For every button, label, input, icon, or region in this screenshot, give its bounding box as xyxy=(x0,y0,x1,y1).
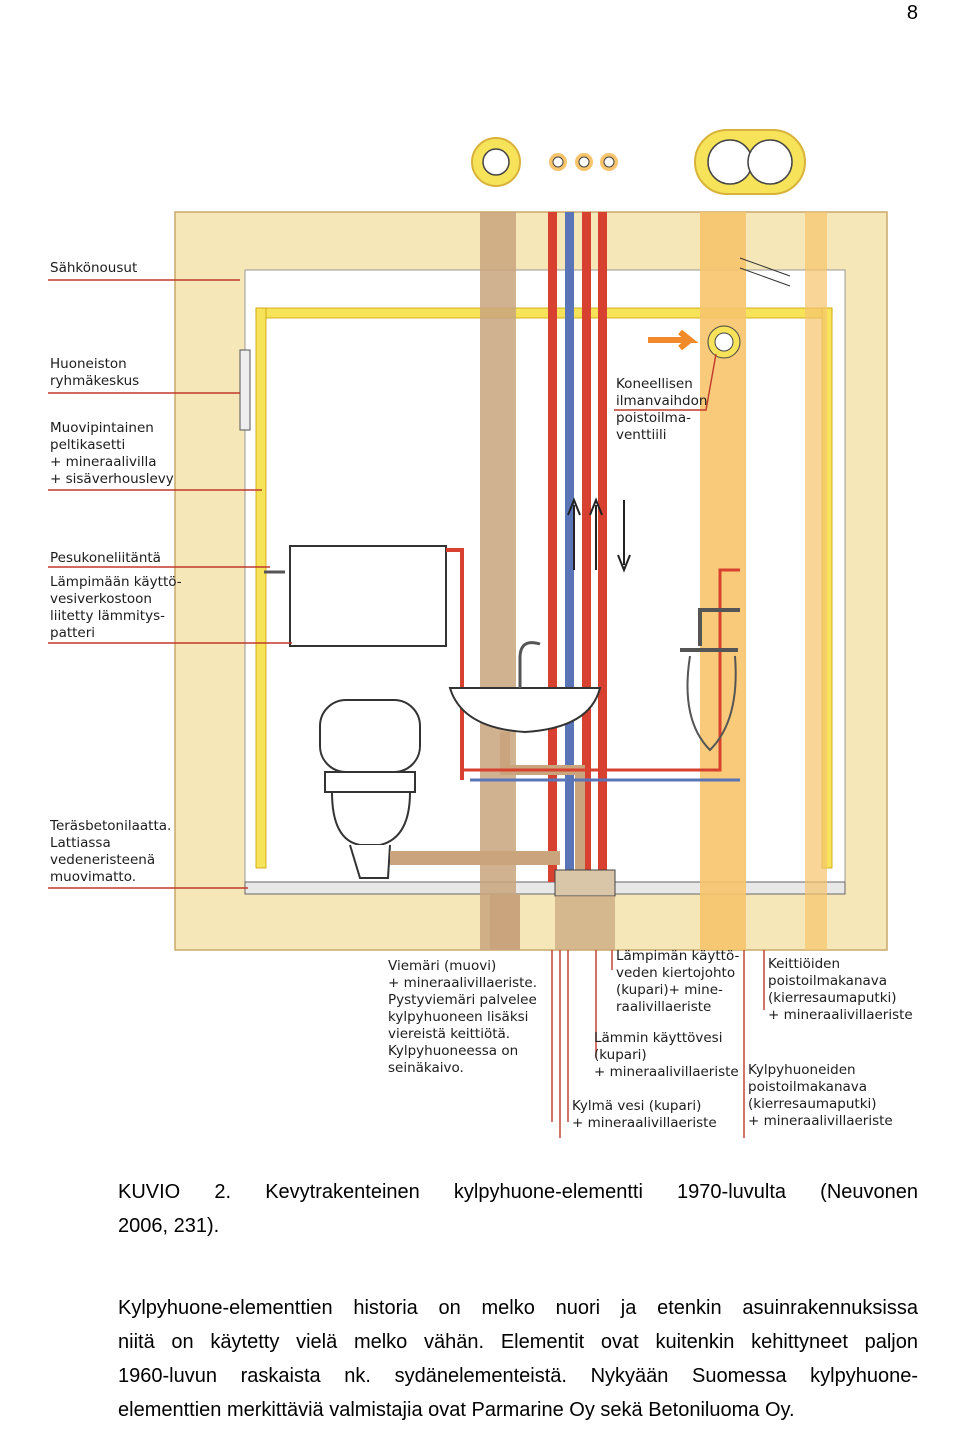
paragraph-line: 1960-luvun raskaista nk. sydänelementeis… xyxy=(118,1365,918,1387)
floor-drain xyxy=(490,869,616,950)
label-lammin-kayttovesi: Lämmin käyttövesi (kupari) + mineraalivi… xyxy=(594,1030,739,1080)
label-ryhmakeskus: Huoneiston ryhmäkeskus xyxy=(50,356,140,389)
label-poistoilmaventtiili: Koneellisen ilmanvaihdon poistoilma- ven… xyxy=(616,376,708,443)
element-frame xyxy=(174,211,888,951)
sink xyxy=(448,568,740,870)
label-pesukoneliitanta: Pesukoneliitäntä xyxy=(50,550,161,566)
label-kylma-vesi: Kylmä vesi (kupari) + mineraalivillaeris… xyxy=(572,1098,717,1131)
diagram-drawing xyxy=(48,129,888,1138)
paragraph-line: Kylpyhuone-elementtien historia on melko… xyxy=(118,1297,918,1319)
figure-caption-continued: 2006, 231). xyxy=(118,1215,220,1237)
label-kiertojohto: Lämpimän käyttö- veden kiertojohto (kupa… xyxy=(616,948,740,1015)
label-kylpyhuoneiden-kanava: Kylpyhuoneiden poistoilmakanava (kierres… xyxy=(748,1062,893,1129)
label-lammityspatteri: Lämpimään käyttö- vesiverkostoon liitett… xyxy=(50,574,182,641)
page-number: 8 xyxy=(906,2,918,24)
body-paragraph: Kylpyhuone-elementtien historia on melko… xyxy=(118,1291,918,1427)
figure-caption: KUVIO 2. Kevytrakenteinen kylpyhuone-ele… xyxy=(118,1181,918,1203)
label-keittioiden-kanava: Keittiöiden poistoilmakanava (kierresaum… xyxy=(768,956,913,1023)
shower-mixer xyxy=(680,608,740,752)
flow-arrows xyxy=(567,325,741,573)
paragraph-line: niitä on käytetty vielä melko vähän. Ele… xyxy=(118,1331,918,1353)
label-peltikasetti: Muovipintainen peltikasetti + mineraaliv… xyxy=(50,420,174,487)
label-terasbetonilaatta: Teräsbetonilaatta. Lattiassa vedeneriste… xyxy=(50,818,172,885)
leader-lines xyxy=(48,279,765,1138)
bathroom-element-diagram: Sähkönousut Huoneiston ryhmäkeskus Muovi… xyxy=(0,110,960,1150)
mirror-cabinet xyxy=(239,349,464,780)
paragraph-line: elementtien merkittäviä valmistajia ovat… xyxy=(118,1399,795,1421)
top-openings xyxy=(471,129,806,195)
label-sahkonousut: Sähkönousut xyxy=(50,260,138,276)
toilet xyxy=(319,699,560,879)
label-viemari: Viemäri (muovi) + mineraalivillaeriste. … xyxy=(388,958,538,1076)
